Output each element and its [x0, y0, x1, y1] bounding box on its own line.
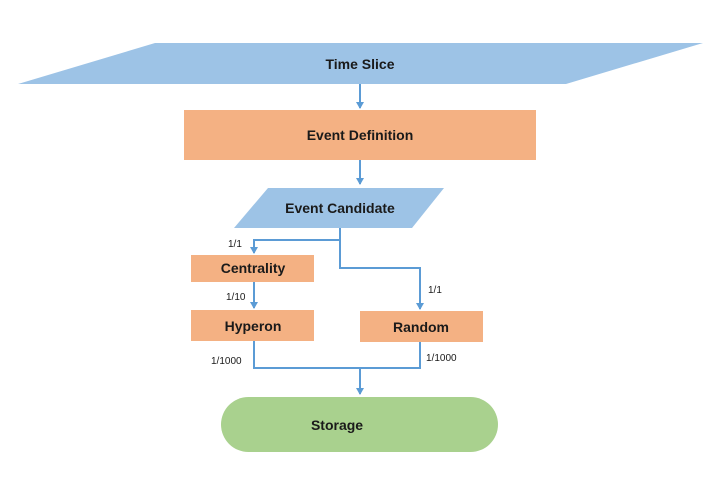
- time-slice-node: Time Slice: [18, 43, 703, 84]
- centrality-shape: [191, 255, 314, 282]
- hyperon-label: Hyperon: [225, 318, 282, 334]
- event-candidate-shape: [234, 188, 444, 228]
- edge-candidate-to-centrality: [250, 228, 341, 254]
- storage-shape: [221, 397, 498, 452]
- hyperon-shape: [191, 310, 314, 341]
- edge-label-centrality-to-hyperon: 1/10: [226, 292, 246, 303]
- hyperon-node: Hyperon: [191, 310, 314, 341]
- random-node: Random: [360, 311, 483, 342]
- random-label: Random: [393, 319, 449, 335]
- event-definition-label: Event Definition: [307, 127, 414, 143]
- storage-node: Storage: [221, 397, 498, 452]
- edge-random-to-merge: [360, 342, 421, 369]
- edge-label-random-to-storage: 1/1000: [426, 353, 457, 364]
- event-candidate-node: Event Candidate: [234, 188, 444, 228]
- edge-label-to-centrality: 1/1: [228, 239, 242, 250]
- event-candidate-label: Event Candidate: [285, 200, 395, 216]
- edge-candidate-to-random: [339, 228, 424, 310]
- event-definition-node: Event Definition: [184, 110, 536, 160]
- random-shape: [360, 311, 483, 342]
- edge-label-to-random: 1/1: [428, 285, 442, 296]
- time-slice-shape: [18, 43, 703, 84]
- storage-label: Storage: [311, 417, 363, 433]
- connectors: [250, 84, 424, 395]
- centrality-label: Centrality: [221, 260, 286, 276]
- edge-hyperon-to-merge: [253, 341, 360, 369]
- centrality-node: Centrality: [191, 255, 314, 282]
- edge-label-hyperon-to-storage: 1/1000: [211, 356, 242, 367]
- event-definition-shape: [184, 110, 536, 160]
- time-slice-label: Time Slice: [325, 56, 394, 72]
